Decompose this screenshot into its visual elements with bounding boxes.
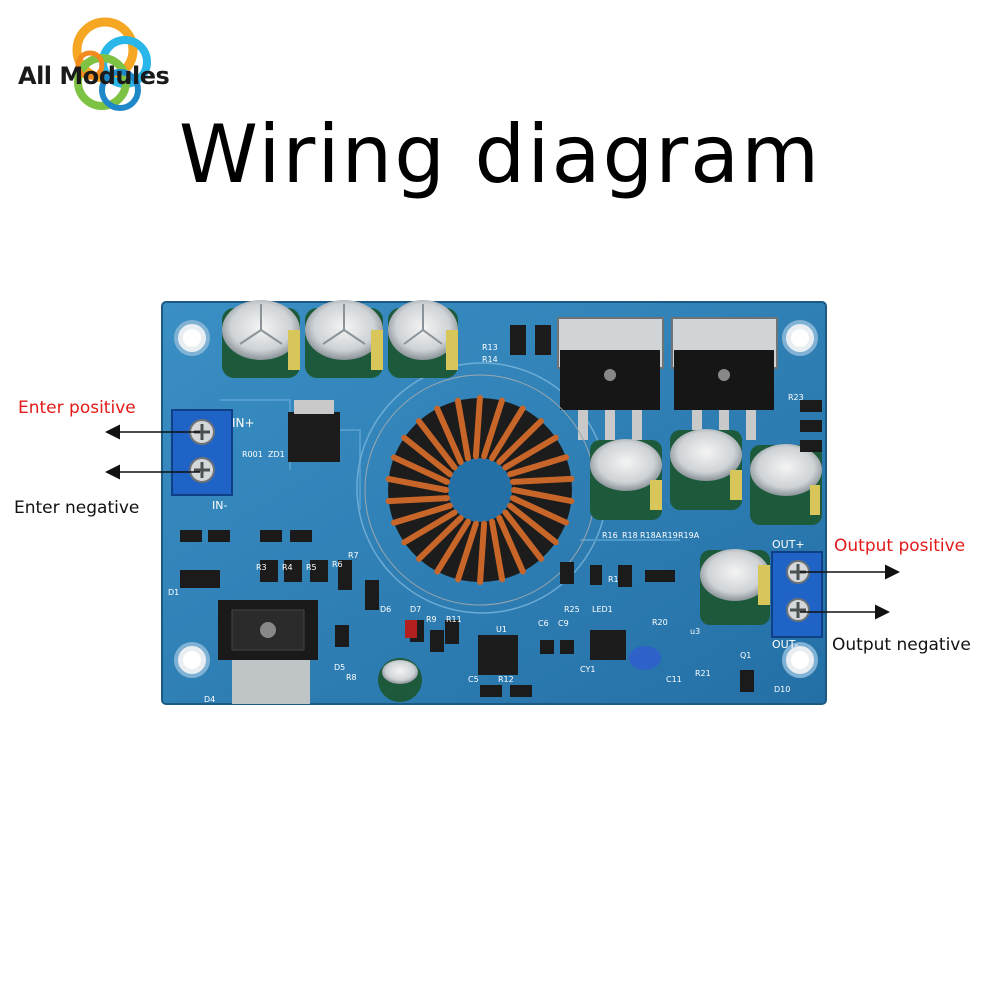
page-title: Wiring diagram — [178, 108, 822, 201]
label-d4: D4 — [204, 695, 215, 704]
controller-ic — [478, 635, 518, 675]
coil-winding — [390, 454, 450, 485]
label-d5: D5 — [334, 663, 345, 672]
coil-winding — [507, 454, 569, 478]
label-in-plus: IN+ — [232, 416, 255, 430]
label-q1: Q1 — [740, 651, 751, 660]
coil-winding — [481, 397, 505, 460]
coil-winding — [416, 514, 464, 562]
output-terminal-block — [771, 551, 823, 638]
label-d10: D10 — [774, 685, 790, 694]
label-d6: D6 — [380, 605, 391, 614]
brand-logo-swirl-icon — [72, 17, 151, 111]
label-r12: R12 — [498, 675, 514, 684]
label-r19a: R19A — [678, 531, 700, 540]
label-r21: R21 — [695, 669, 711, 678]
label-c6: C6 — [538, 619, 549, 628]
label-out-plus: OUT+ — [772, 538, 805, 551]
label-out-minus: OUT- — [772, 638, 798, 651]
toroid-inductor — [364, 374, 596, 606]
pcb-board: IN+ IN- OUT+ OUT- R001 ZD1 R3 R4 R5 R6 R… — [161, 300, 827, 705]
coil-winding — [401, 434, 453, 478]
label-c5: C5 — [468, 675, 479, 684]
label-r6: R6 — [332, 560, 343, 569]
label-r8: R8 — [346, 673, 357, 682]
label-r16: R16 — [602, 531, 618, 540]
coil-winding — [472, 395, 483, 460]
coil-winding — [385, 495, 450, 505]
brand-logo: All Modules — [10, 10, 185, 125]
brand-name: All Modules — [18, 62, 170, 90]
coil-winding — [502, 509, 545, 562]
label-r20: R20 — [652, 618, 668, 627]
label-r11: R11 — [446, 615, 462, 624]
label-r3: R3 — [256, 563, 267, 572]
coil-winding — [502, 434, 559, 471]
label-led1: LED1 — [592, 605, 613, 614]
diode-heatsink — [218, 600, 318, 704]
coil-winding — [511, 487, 575, 505]
label-r001: R001 — [242, 450, 263, 459]
mounting-holes — [174, 320, 818, 678]
label-r7: R7 — [348, 551, 359, 560]
coil-winding — [455, 520, 479, 583]
input-terminal-block — [171, 409, 233, 496]
coil-winding — [510, 475, 575, 485]
label-r13: R13 — [482, 343, 498, 352]
coil-winding — [434, 518, 471, 575]
label-zd1: ZD1 — [268, 450, 285, 459]
label-r25: R25 — [564, 605, 580, 614]
coil-winding — [415, 418, 458, 471]
label-r18: R18 — [622, 531, 638, 540]
label-c11: C11 — [666, 675, 682, 684]
coil-winding — [507, 502, 559, 546]
coil-winding — [489, 518, 506, 583]
coil-winding — [496, 514, 526, 575]
label-r1: R1 — [608, 575, 619, 584]
label-c9: C9 — [558, 619, 569, 628]
input-capacitors — [222, 300, 458, 378]
coil-winding — [496, 418, 544, 466]
label-output-positive: Output positive — [834, 536, 966, 556]
ceramic-capacitor — [629, 646, 661, 670]
label-u3: u3 — [690, 627, 700, 636]
coil-winding — [510, 495, 570, 526]
label-d1: D1 — [168, 588, 179, 597]
coil-winding — [489, 405, 526, 462]
label-r5: R5 — [306, 563, 317, 572]
coil-winding — [454, 397, 471, 462]
output-capacitors — [590, 429, 822, 625]
label-u1: U1 — [496, 625, 507, 634]
label-input-negative: Enter negative — [14, 498, 140, 518]
coil-winding — [434, 405, 464, 466]
regulator-chip — [288, 412, 340, 462]
label-r4: R4 — [282, 563, 293, 572]
coil-winding — [391, 502, 453, 526]
label-in-minus: IN- — [212, 499, 227, 512]
label-r14: R14 — [482, 355, 498, 364]
mosfet-pair — [557, 317, 778, 440]
label-r18a: R18A — [640, 531, 662, 540]
label-d7: D7 — [410, 605, 421, 614]
label-r9: R9 — [426, 615, 437, 624]
coil-winding — [385, 475, 449, 493]
label-r19: R19 — [662, 531, 678, 540]
label-output-negative: Output negative — [832, 635, 971, 655]
label-input-positive: Enter positive — [18, 398, 136, 418]
label-r23: R23 — [788, 393, 804, 402]
coil-winding — [401, 509, 458, 546]
label-cy1: CY1 — [580, 665, 595, 674]
coil-winding — [477, 520, 488, 585]
